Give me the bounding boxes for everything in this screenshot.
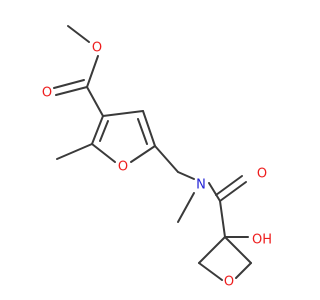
- amine-nitrogen-label: N: [196, 178, 206, 193]
- bond-furan-c5-o: [130, 145, 156, 163]
- bond-furan-c4-c5-double: [137, 118, 148, 145]
- bond-oxetane-c4-c3: [198, 236, 226, 264]
- bond-amide-co-1: [219, 181, 247, 202]
- oxetane-oxygen-label: O: [224, 275, 234, 290]
- ester-carbonyl-oxygen-label: O: [42, 86, 52, 101]
- bond-methyl-ester: [67, 25, 90, 43]
- bond-furan-c2-c3: [91, 115, 104, 145]
- bond-furan-c4-c5: [142, 110, 156, 147]
- bond-oxetane-c3-c2: [224, 236, 252, 264]
- bond-carbonyl-ring: [86, 86, 104, 117]
- bond-c2-methyl: [56, 143, 93, 160]
- bond-c5-ch2: [154, 145, 179, 173]
- bond-amide-co-2: [215, 175, 243, 196]
- molecule-structure-diagram: O O O N O OH O: [42, 25, 272, 290]
- bond-carbonyl-o-2: [53, 79, 85, 89]
- bond-n-amide-c: [208, 182, 221, 202]
- bond-amide-c-oxetane: [219, 200, 226, 238]
- bond-furan-o-c2: [91, 143, 116, 163]
- bond-carbonyl-o-1: [55, 86, 88, 96]
- bond-furan-c2-c3-double: [99, 120, 109, 142]
- bond-furan-c3-c4: [102, 110, 144, 117]
- bond-ch2-n: [177, 171, 195, 180]
- ester-ether-oxygen-label: O: [92, 41, 102, 56]
- bond-n-methyl: [177, 192, 195, 223]
- amide-oxygen-label: O: [257, 167, 267, 182]
- furan-oxygen-label: O: [118, 160, 128, 175]
- bond-oxetane-o-c4: [198, 262, 223, 281]
- hydroxyl-label: OH: [252, 233, 272, 248]
- bond-ester-o-carbonyl: [86, 55, 99, 88]
- bond-oxetane-c2-o: [235, 262, 252, 279]
